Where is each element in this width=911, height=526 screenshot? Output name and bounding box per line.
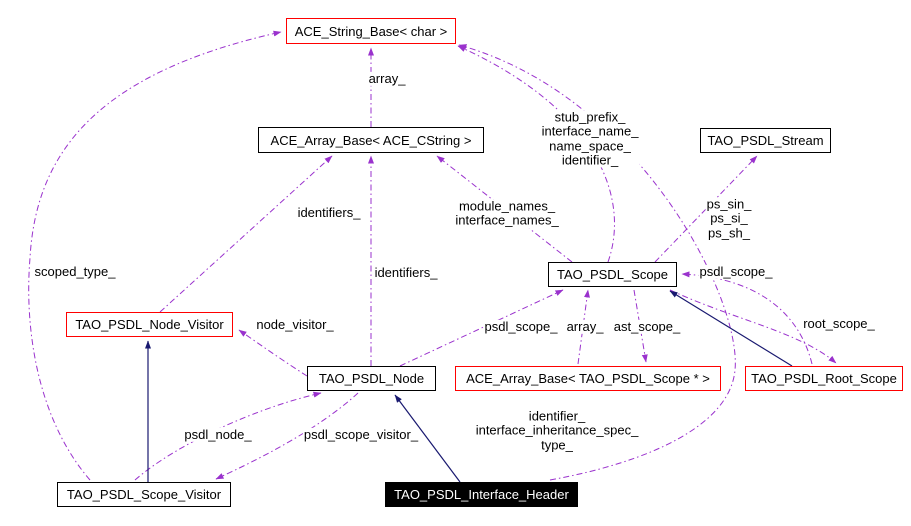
edge-label-psdl-scope-right: psdl_scope_ [698, 263, 774, 280]
edge-label-array-mid: array_ [565, 318, 605, 335]
edge-label-root-scope: root_scope_ [802, 315, 876, 332]
usage-edge-scope-to-stream [654, 155, 758, 263]
edge-label-array-top: array_ [367, 70, 407, 87]
edge-label-scoped-type: scoped_type_ [33, 263, 117, 280]
usage-edge-node-to-node-visitor [238, 329, 308, 377]
class-node-ace-array-base-scope-ptr: ACE_Array_Base< TAO_PSDL_Scope * > [455, 366, 721, 391]
class-node-tao-psdl-root-scope: TAO_PSDL_Root_Scope [745, 366, 903, 391]
edge-label-node-visitor: node_visitor_ [255, 316, 335, 333]
edge-label-psdl-scope-mid: psdl_scope_ [483, 318, 559, 335]
edge-label-ast-scope: ast_scope_ [612, 318, 682, 335]
class-node-tao-psdl-interface-header: TAO_PSDL_Interface_Header [385, 482, 578, 507]
class-node-tao-psdl-stream[interactable]: TAO_PSDL_Stream [700, 128, 831, 153]
edge-label-ps-streams: ps_sin_ ps_si_ ps_sh_ [705, 196, 753, 241]
edge-label-identifiers-mid: identifiers_ [373, 264, 439, 281]
class-node-ace-array-base-cstring[interactable]: ACE_Array_Base< ACE_CString > [258, 127, 484, 153]
edge-label-psdl-node: psdl_node_ [183, 426, 253, 443]
usage-edge-root-scope-to-scope [681, 271, 813, 365]
usage-edge-node-visitor-to-array-base [159, 155, 333, 313]
class-node-ace-string-base-char: ACE_String_Base< char > [286, 18, 456, 44]
edge-label-identifier-group: identifier_ interface_inheritance_spec_ … [474, 408, 640, 453]
edge-label-module-names: module_names_ interface_names_ [454, 198, 560, 229]
edge-label-identifiers-left: identifiers_ [296, 204, 362, 221]
inheritance-edge-interface-header-to-node [394, 394, 461, 483]
inheritance-edge-root-scope-to-scope [669, 290, 793, 367]
class-node-tao-psdl-node-visitor: TAO_PSDL_Node_Visitor [66, 312, 233, 337]
edge-label-stub-prefix-group: stub_prefix_ interface_name_ name_space_… [540, 109, 640, 168]
class-node-tao-psdl-scope[interactable]: TAO_PSDL_Scope [548, 262, 677, 287]
class-node-tao-psdl-scope-visitor[interactable]: TAO_PSDL_Scope_Visitor [57, 482, 231, 507]
usage-edge-node-to-scope [399, 289, 564, 367]
edge-label-psdl-scope-visitor: psdl_scope_visitor_ [302, 426, 420, 443]
class-node-tao-psdl-node[interactable]: TAO_PSDL_Node [307, 366, 436, 391]
usage-edge-scope-visitor-to-string-base [28, 30, 282, 481]
usage-edge-node-to-scope-visitor [215, 392, 359, 480]
usage-edge-scope-to-root-scope [669, 289, 837, 364]
